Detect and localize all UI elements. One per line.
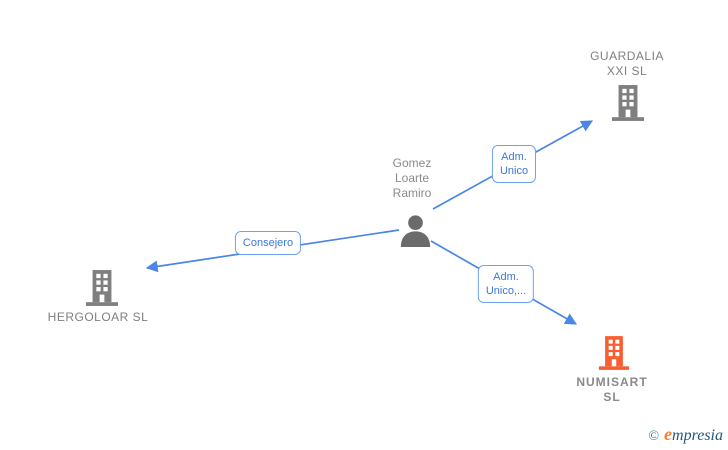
company-node-hergoloar[interactable] (85, 269, 119, 307)
empresia-watermark: ©empresia (648, 424, 723, 444)
edge-label-adm-unico-etc[interactable]: Adm. Unico,... (477, 265, 535, 303)
person-node[interactable] (399, 214, 432, 247)
company-label-guardalia: GUARDALIA XXI SL (590, 49, 664, 78)
company-node-guardalia[interactable] (611, 85, 645, 121)
person-icon (400, 215, 431, 247)
building-icon (598, 336, 630, 370)
edge-label-adm-unico[interactable]: Adm. Unico (491, 145, 537, 183)
company-node-numisart[interactable] (598, 334, 630, 372)
building-icon (85, 270, 119, 306)
building-icon (611, 85, 645, 121)
company-label-numisart: NUMISART SL (576, 375, 648, 404)
copyright-icon: © (648, 429, 660, 444)
edge-label-consejero[interactable]: Consejero (234, 231, 302, 255)
person-name-label: Gomez Loarte Ramiro (393, 156, 432, 201)
company-label-hergoloar: HERGOLOAR SL (47, 310, 149, 324)
brand-logo-text: e (664, 424, 673, 444)
person-name-line: Loarte (394, 171, 430, 185)
person-name-line: Gomez (392, 156, 432, 170)
person-name-line: Ramiro (392, 186, 432, 200)
